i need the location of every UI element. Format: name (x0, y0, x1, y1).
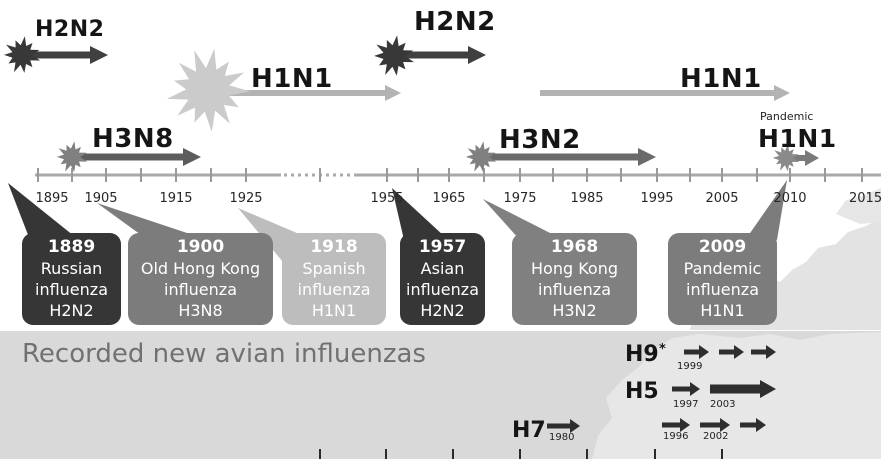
bottom-axis-ticks (319, 449, 723, 459)
callout-year: 1889 (47, 237, 96, 257)
avian-year-label: 1996 (663, 431, 689, 442)
pandemic-callout-1900: 1900 Old Hong Kong influenza H3N8 (128, 233, 273, 325)
callout-subtype: H3N2 (552, 301, 597, 320)
avian-year-label: 1980 (549, 432, 575, 443)
strain-arrow (396, 46, 486, 64)
axis-year-label: 1975 (503, 191, 537, 206)
avian-year-label: 2002 (703, 431, 729, 442)
avian-year-label: 1999 (677, 361, 703, 372)
avian-subtype-h7: H7 (512, 418, 546, 443)
strain-arrow (540, 85, 790, 101)
strain-label-h1n1: H1N1 (758, 124, 837, 153)
pandemic-callout-1918: 1918 Spanish influenza H1N1 (282, 233, 386, 325)
avian-arrow (684, 345, 709, 359)
starburst-icon (465, 141, 497, 173)
axis-year-label: 1925 (229, 191, 263, 206)
axis-year-label: 1915 (159, 191, 193, 206)
strain-label-h3n8: H3N8 (92, 124, 174, 154)
callout-subtype: H1N1 (700, 301, 745, 320)
avian-arrow (700, 418, 730, 432)
axis-year-label: 2015 (849, 192, 881, 205)
axis-year-label: 1895 (35, 191, 69, 206)
avian-arrow (662, 418, 690, 432)
strain-arrow (72, 148, 201, 166)
axis-year-label: 2010 (773, 191, 807, 206)
strain-label-h2n2: H2N2 (414, 7, 496, 37)
starburst-icon (374, 35, 415, 76)
avian-year-label: 2003 (710, 399, 736, 410)
strain-label-h1n1: H1N1 (680, 64, 762, 94)
avian-section-title: Recorded new avian influenzas (22, 339, 426, 369)
callout-name: Spanish (302, 259, 366, 278)
avian-subtype-h9: H9 (625, 342, 659, 367)
strain-label-h3n2: H3N2 (499, 125, 581, 155)
callout-type: influenza (538, 280, 611, 299)
callout-name: Asian (420, 259, 465, 278)
pandemic-callout-1957: 1957 Asian influenza H2N2 (400, 233, 485, 325)
axis-ticks (37, 168, 863, 182)
axis-year-label: 1955 (370, 191, 404, 206)
avian-arrow (719, 345, 744, 359)
strain-arrow (24, 46, 108, 64)
avian-year-label: 1997 (673, 399, 699, 410)
callout-name: Old Hong Kong (140, 259, 261, 278)
callout-year: 1968 (550, 237, 599, 257)
callout-subtype: H1N1 (311, 301, 357, 320)
callout-name: Russian (40, 259, 103, 278)
starburst-icon (56, 141, 88, 173)
starburst-icon (772, 144, 800, 172)
strain-arrow (481, 148, 656, 166)
callout-pointer (748, 180, 787, 240)
avian-subtype-h5: H5 (625, 379, 659, 404)
callout-year: 1918 (310, 237, 358, 257)
callout-name: Pandemic (683, 259, 762, 278)
callout-pointer (392, 188, 444, 240)
callout-year: 1900 (176, 237, 225, 257)
callout-year: 1957 (418, 237, 467, 257)
strain-label-h1n1: H1N1 (251, 64, 333, 94)
pandemic-callout-2009: 2009 Pandemic influenza H1N1 (668, 233, 777, 325)
strain-arrow (228, 85, 401, 101)
callout-type: influenza (164, 280, 237, 299)
axis-year-label: 1965 (432, 191, 466, 206)
world-map-background (836, 188, 881, 224)
avian-arrow (751, 345, 776, 359)
callout-pointer (8, 183, 74, 240)
avian-arrow (740, 418, 766, 432)
avian-arrow (672, 382, 700, 396)
axis-year-label: 1905 (84, 191, 118, 206)
pandemic-callout-1889: 1889 Russian influenza H2N2 (22, 233, 121, 325)
callout-type: influenza (686, 280, 759, 299)
pandemic-callout-1968: 1968 Hong Kong influenza H3N2 (512, 233, 637, 325)
starburst-icon (4, 36, 41, 73)
callout-year: 2009 (698, 237, 747, 257)
callout-subtype: H2N2 (49, 301, 94, 320)
axis-year-label: 2005 (705, 191, 739, 206)
callout-pointer (97, 203, 196, 240)
callout-subtype: H2N2 (420, 301, 465, 320)
footnote-asterisk: * (659, 342, 666, 357)
avian-arrow (710, 380, 776, 398)
callout-pointer (483, 199, 556, 240)
callout-type: influenza (35, 280, 108, 299)
axis-year-label: 1995 (640, 191, 674, 206)
starburst-icon (166, 48, 250, 132)
axis-year-label: 1985 (570, 191, 604, 206)
pandemic-note: Pandemic (760, 110, 814, 123)
callout-type: influenza (297, 280, 371, 299)
callout-subtype: H3N8 (178, 301, 223, 320)
strain-arrow (786, 150, 819, 166)
callout-name: Hong Kong (531, 259, 618, 278)
avian-arrow (547, 419, 580, 433)
callout-type: influenza (406, 280, 479, 299)
strain-label-h2n2: H2N2 (35, 17, 105, 42)
